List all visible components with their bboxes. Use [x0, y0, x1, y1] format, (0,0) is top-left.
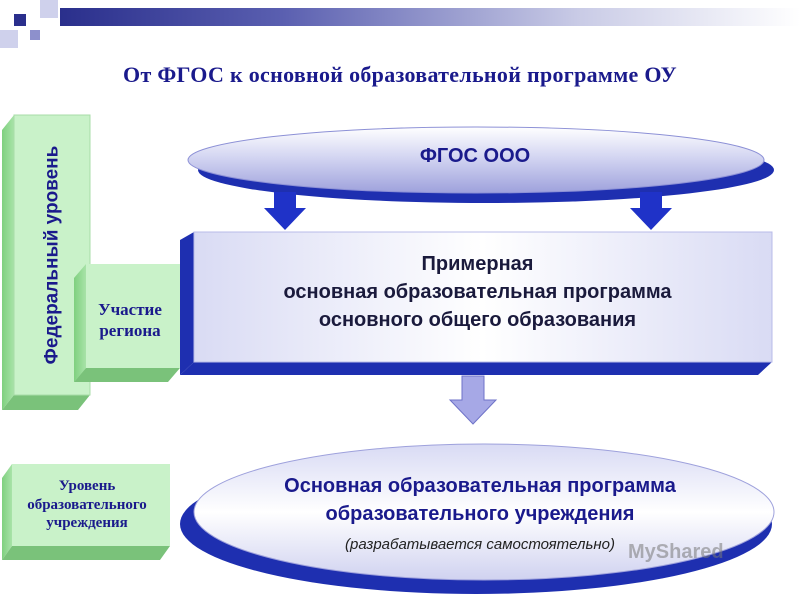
- region-box: [74, 264, 180, 382]
- page-title: От ФГОС к основной образовательной прогр…: [123, 62, 677, 87]
- header-gradient-bar: [60, 8, 800, 26]
- fgos-oval: [187, 126, 774, 203]
- sample-program-text: Примерная основная образовательная прогр…: [283, 253, 672, 331]
- decor-square-dark: [14, 14, 26, 26]
- sample-program-box: [180, 231, 773, 375]
- decor-square-light: [0, 30, 18, 48]
- arrow-down-center: [448, 375, 498, 425]
- decor-square-light: [40, 0, 58, 18]
- main-program-oval: [180, 443, 775, 594]
- main-program-text: Основная образовательная программа образ…: [284, 475, 676, 525]
- fgos-label: ФГОС ООО: [419, 145, 531, 167]
- school-level-box: [2, 464, 170, 560]
- region-label: Участие региона: [98, 299, 162, 340]
- federal-level-label: Федеральный уровень: [41, 145, 62, 365]
- school-level-label: Уровень образовательного учреждения: [27, 477, 147, 532]
- arrow-down-right: [630, 192, 672, 230]
- arrow-down-left: [264, 192, 306, 230]
- decor-square-mid: [30, 30, 40, 40]
- main-program-note: (разрабатывается самостоятельно): [345, 536, 615, 553]
- watermark: MyShared: [628, 541, 724, 563]
